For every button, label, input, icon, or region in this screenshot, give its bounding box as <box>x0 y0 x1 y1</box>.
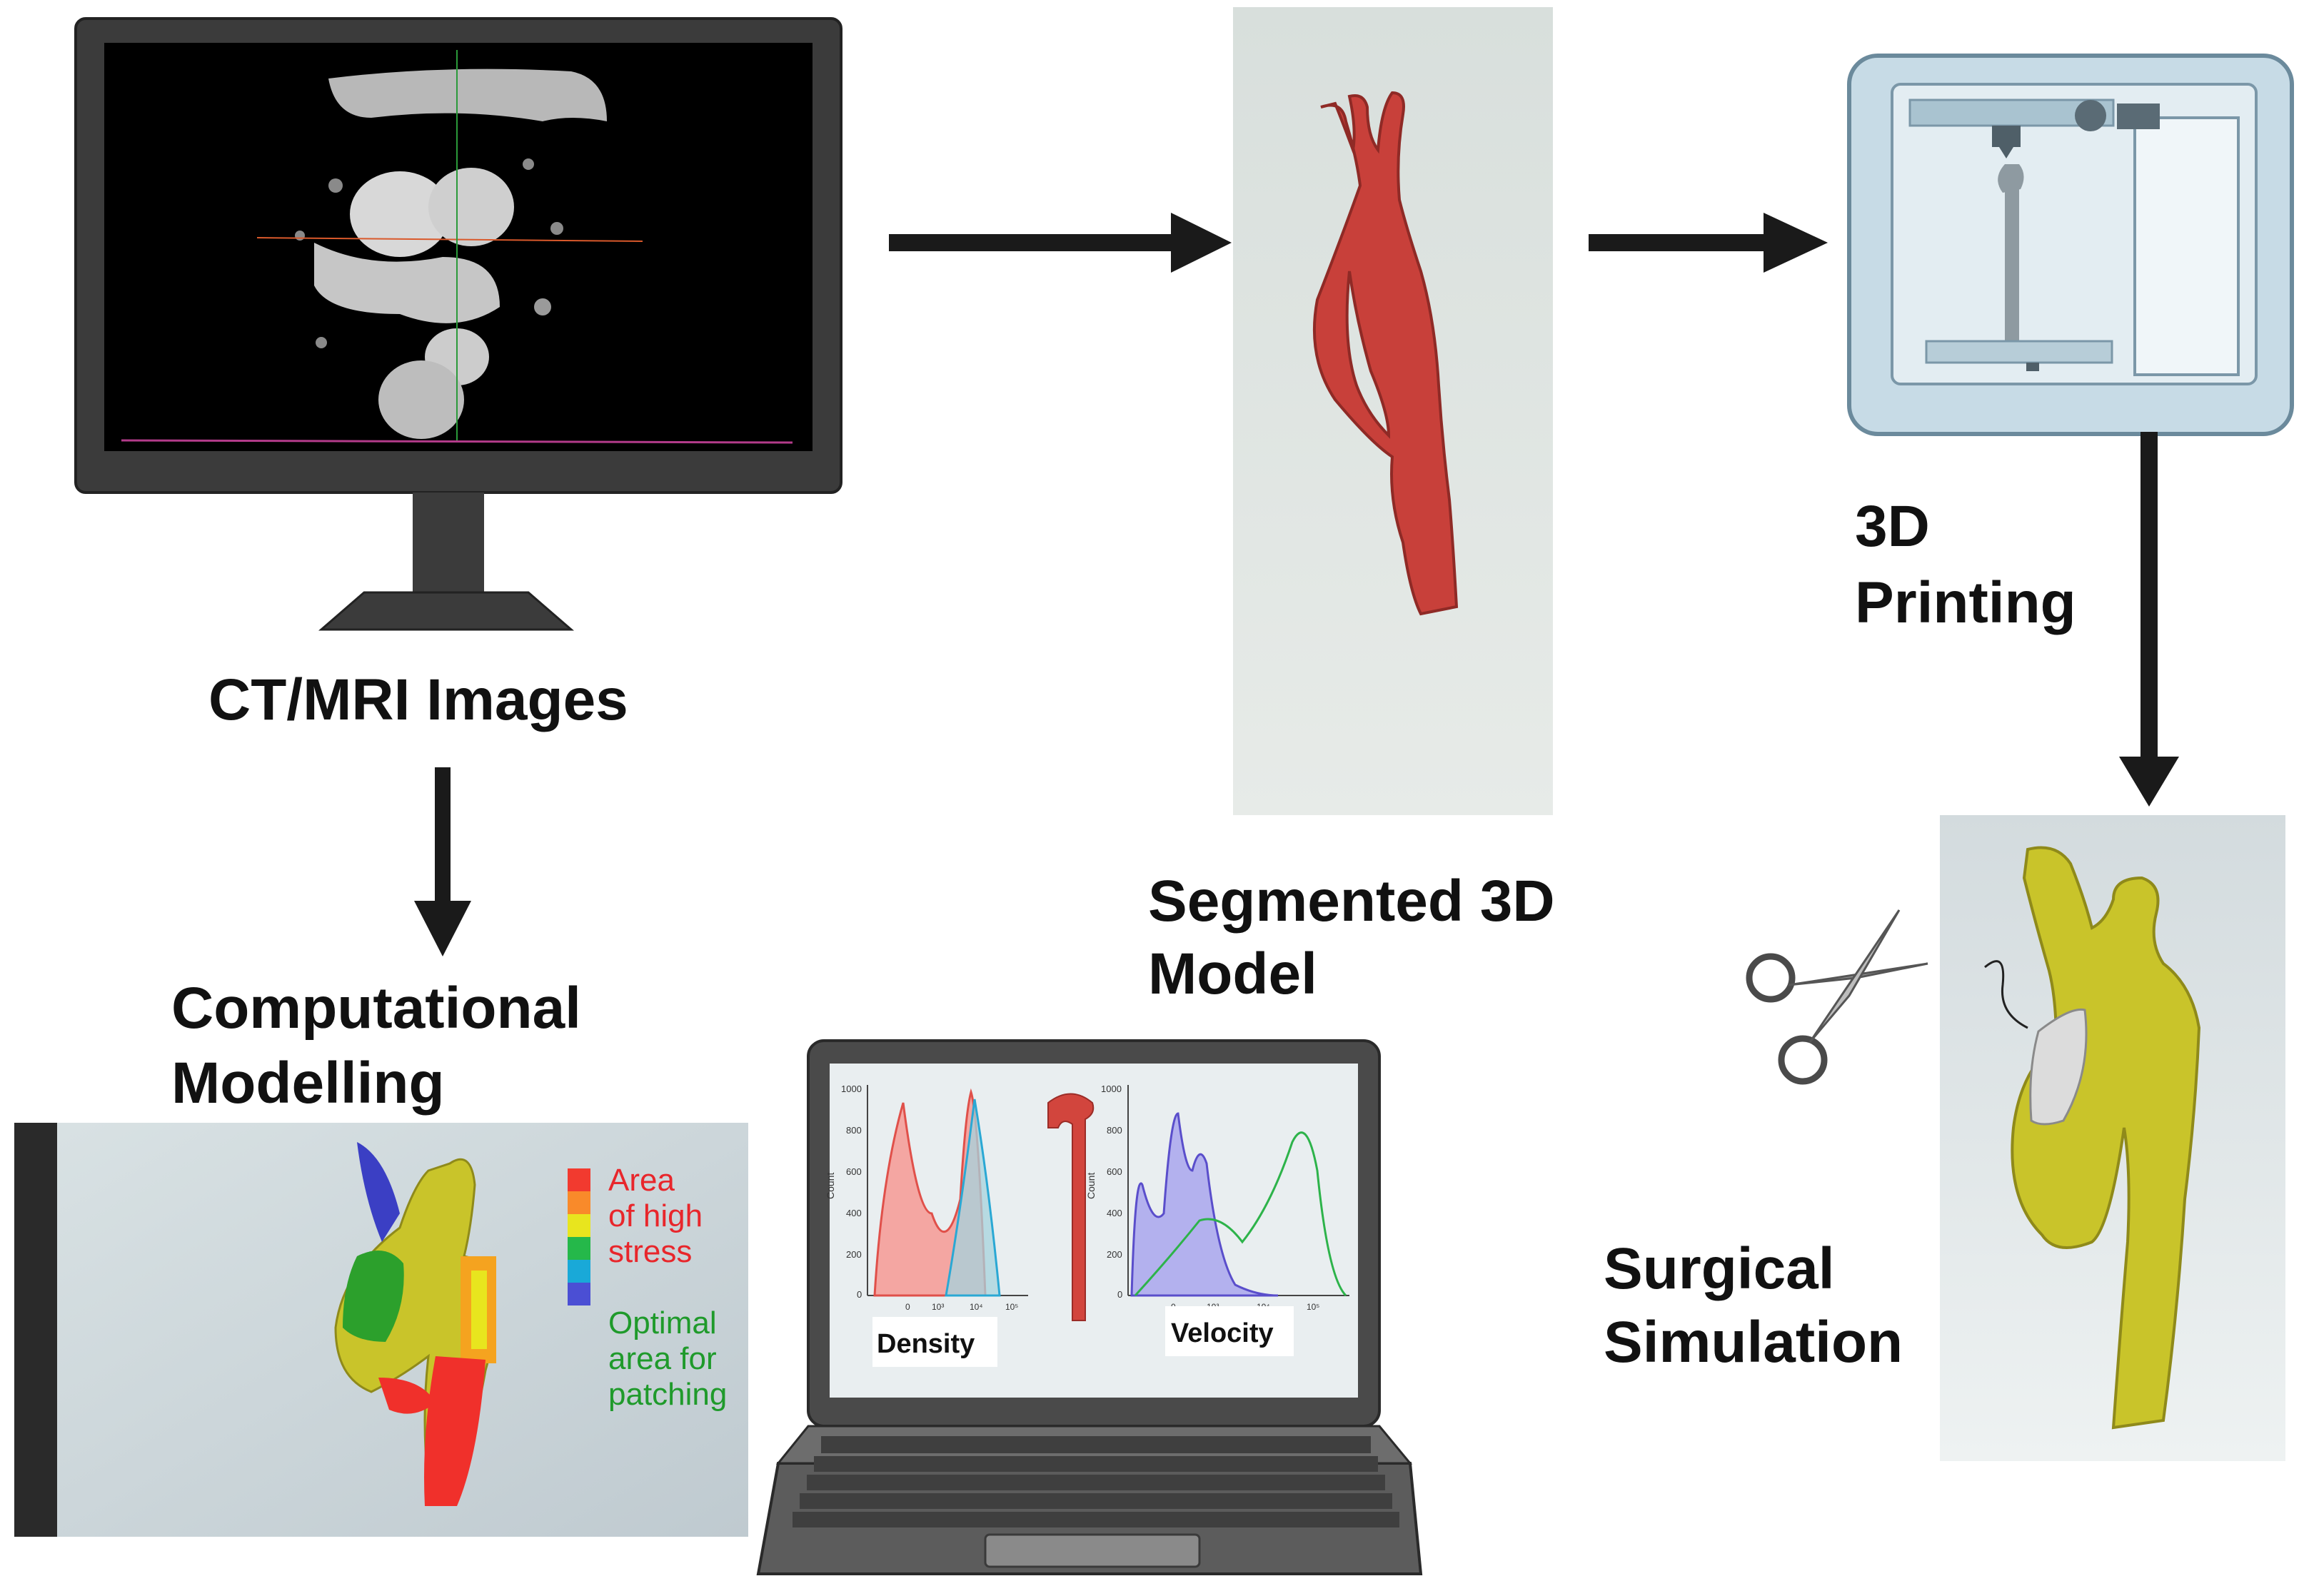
velocity-ytick-2: 600 <box>1107 1166 1122 1177</box>
velocity-ytick-5: 0 <box>1117 1289 1122 1300</box>
density-ytick-2: 600 <box>846 1166 862 1177</box>
velocity-label: Velocity <box>1171 1318 1274 1348</box>
density-xtick-3: 10⁵ <box>1005 1302 1018 1312</box>
velocity-xtick-3: 10⁵ <box>1307 1302 1319 1312</box>
ct-monitor <box>74 17 842 631</box>
arrowhead-segmented-to-printer <box>1764 213 1828 273</box>
computational-label-line1: Computational <box>171 976 581 1041</box>
density-xtick-1: 10³ <box>932 1302 944 1312</box>
legend-optimal-line1: Optimal <box>608 1305 717 1340</box>
arrowhead-ct-to-computational <box>414 901 471 956</box>
surgical-model-image <box>1940 815 2285 1461</box>
stress-scale-1 <box>568 1168 590 1191</box>
legend-optimal-line2: area for <box>608 1341 717 1376</box>
ct-scan-image <box>121 50 793 444</box>
velocity-ytick-0: 1000 <box>1101 1084 1122 1094</box>
printing-label-line2: Printing <box>1855 570 2076 635</box>
surgical-aorta <box>2011 846 2201 1430</box>
velocity-ytick-4: 200 <box>1107 1249 1122 1260</box>
density-xtick-0: 0 <box>905 1302 910 1312</box>
keyboard <box>793 1436 1399 1527</box>
density-label: Density <box>877 1329 975 1359</box>
density-axis-label: Count <box>825 1173 836 1199</box>
surgical-label-line1: Surgical <box>1604 1236 1835 1301</box>
computational-label-line2: Modelling <box>171 1051 445 1116</box>
stress-scale-3 <box>568 1214 590 1237</box>
segmented-label-line2: Model <box>1148 941 1317 1006</box>
legend-high-stress-line1: Area <box>608 1163 675 1198</box>
computational-model-image: Area of high stress Optimal area for pat… <box>14 1123 748 1537</box>
density-ytick-5: 0 <box>857 1289 862 1300</box>
stress-scale-5 <box>568 1260 590 1283</box>
velocity-histogram: 1000 800 600 400 200 0 Count 0 10³ 10⁴ 1… <box>1085 1084 1349 1356</box>
aorta-icon <box>1047 1093 1095 1321</box>
printer-icon <box>1847 54 2294 436</box>
segmented-label-line1: Segmented 3D <box>1148 869 1555 934</box>
scissors-icon <box>1746 909 1928 1085</box>
legend-high-stress-line2: of high <box>608 1198 703 1233</box>
stress-scale-6 <box>568 1283 590 1305</box>
stress-scale-4 <box>568 1237 590 1260</box>
legend-optimal-line3: patching <box>608 1377 727 1412</box>
density-ytick-1: 800 <box>846 1125 862 1136</box>
surgical-label-line2: Simulation <box>1604 1310 1903 1375</box>
velocity-axis-label: Count <box>1085 1173 1097 1199</box>
touchpad <box>984 1533 1201 1568</box>
ct-mri-label: CT/MRI Images <box>208 667 628 732</box>
segmented-model-image <box>1233 7 1553 815</box>
laptop: 1000 800 600 400 200 0 Count 0 10³ 10⁴ 1… <box>756 1039 1423 1575</box>
density-ytick-3: 400 <box>846 1208 862 1218</box>
surgical-patch <box>2029 1008 2088 1126</box>
velocity-ytick-1: 800 <box>1107 1125 1122 1136</box>
arrowhead-ct-to-segmented <box>1171 213 1232 273</box>
density-xtick-2: 10⁴ <box>970 1302 983 1312</box>
density-histogram: 1000 800 600 400 200 0 Count 0 10³ 10⁴ 1… <box>825 1084 1028 1367</box>
arrowhead-printer-to-surgical <box>2119 757 2179 807</box>
stress-scale-2 <box>568 1191 590 1214</box>
density-ytick-4: 200 <box>846 1249 862 1260</box>
segmented-aorta <box>1312 91 1459 616</box>
legend-high-stress-line3: stress <box>608 1234 692 1269</box>
printing-label-line1: 3D <box>1855 494 1930 559</box>
velocity-ytick-3: 400 <box>1107 1208 1122 1218</box>
density-ytick-0: 1000 <box>841 1084 862 1094</box>
